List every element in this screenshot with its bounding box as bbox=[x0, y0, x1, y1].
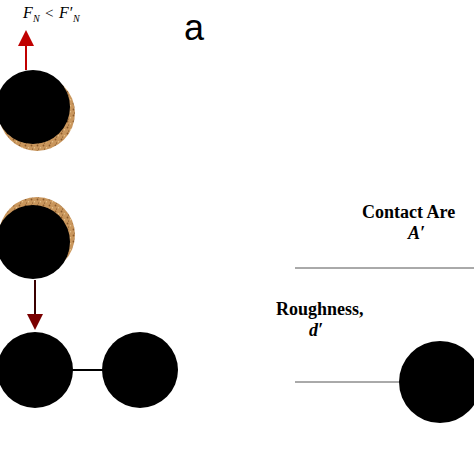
force-arrow bbox=[34, 280, 36, 322]
particle bbox=[399, 341, 474, 423]
particle bbox=[0, 70, 70, 144]
subscript: N bbox=[73, 14, 80, 24]
quantity-symbol: d′ bbox=[309, 321, 323, 339]
subscript: N bbox=[33, 14, 40, 24]
force-symbol: F bbox=[23, 5, 33, 21]
particle bbox=[0, 205, 70, 279]
bond-line bbox=[70, 369, 105, 371]
force-arrow bbox=[25, 38, 27, 70]
quantity-label: Contact Are bbox=[362, 203, 455, 221]
guide-line bbox=[295, 382, 405, 383]
panel-letter: a bbox=[184, 10, 204, 46]
relation-sign: < bbox=[45, 6, 53, 21]
quantity-symbol: A′ bbox=[408, 224, 425, 242]
particle bbox=[102, 332, 178, 408]
force-symbol: F′ bbox=[59, 5, 72, 21]
quantity-label: Roughness, bbox=[276, 300, 364, 318]
guide-line bbox=[295, 268, 474, 269]
particle bbox=[0, 332, 73, 408]
